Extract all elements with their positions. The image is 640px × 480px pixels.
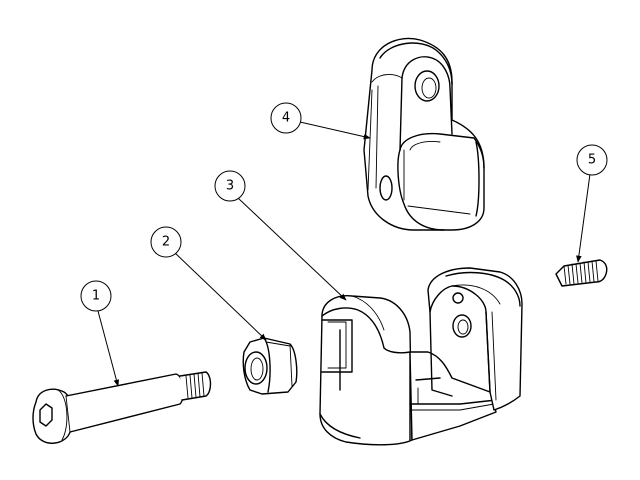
part-1-shoulder-bolt — [32, 371, 212, 444]
balloon-5: 5 — [576, 144, 608, 176]
balloon-5-label: 5 — [588, 153, 596, 168]
part-2-hex-bushing — [242, 337, 298, 395]
balloon-1-label: 1 — [92, 289, 100, 304]
part-4-link — [363, 37, 485, 231]
leader-1 — [97, 310, 120, 387]
leader-5 — [576, 173, 591, 263]
balloon-1: 1 — [80, 280, 112, 312]
balloon-3-label: 3 — [226, 179, 234, 194]
balloon-2-label: 2 — [162, 235, 170, 250]
balloon-4-label: 4 — [282, 111, 290, 126]
leader-4 — [299, 121, 371, 140]
part-3-clevis-base — [319, 267, 523, 446]
balloon-3: 3 — [214, 170, 246, 202]
leader-2 — [173, 251, 267, 341]
balloon-2: 2 — [150, 226, 182, 258]
leader-3 — [237, 197, 347, 301]
balloon-4: 4 — [270, 102, 302, 134]
part-5-set-screw — [555, 259, 608, 287]
